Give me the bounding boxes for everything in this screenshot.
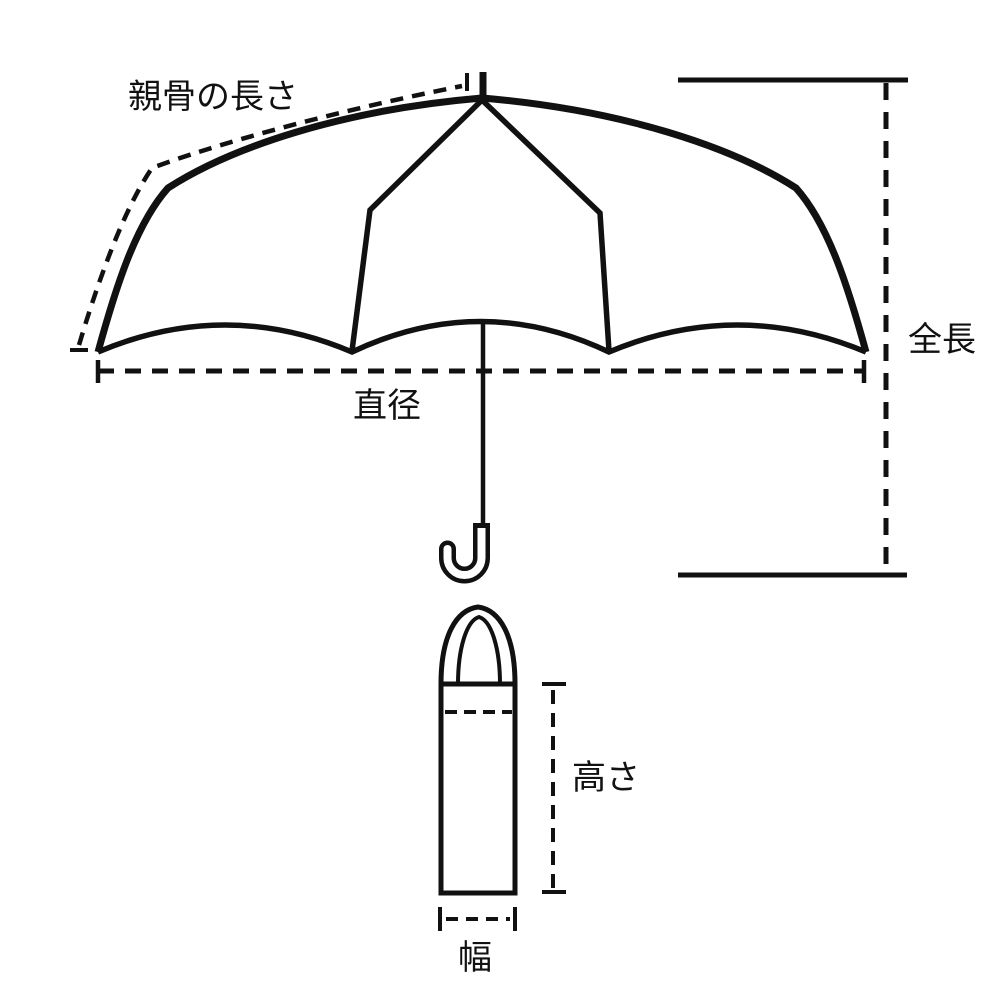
rib-length-dashed-line — [76, 83, 463, 346]
open-umbrella — [94, 72, 870, 584]
handle — [439, 523, 490, 584]
rib-length-label: 親骨の長さ — [128, 78, 298, 116]
right-rib — [480, 98, 612, 352]
diameter-dimension: 直径 — [95, 360, 867, 425]
canopy-bottom-edge — [96, 318, 868, 356]
handle-inner-white — [443, 528, 486, 579]
case-loop-outer — [438, 604, 518, 685]
height-dimension: 高さ — [542, 682, 640, 894]
handle-tip-inner-white — [443, 545, 452, 553]
width-label: 幅 — [458, 939, 492, 977]
case-body — [438, 681, 518, 896]
left-rib — [349, 98, 484, 352]
case-loop-inner — [456, 614, 502, 685]
canopy-fill — [98, 98, 866, 352]
total-length-dimension: 全長 — [678, 77, 976, 578]
folded-umbrella-case — [438, 604, 518, 896]
width-dimension: 幅 — [438, 907, 517, 977]
diameter-label: 直径 — [353, 387, 421, 425]
height-label: 高さ — [572, 759, 640, 797]
rib-length-dimension: 親骨の長さ — [70, 73, 469, 352]
total-length-label: 全長 — [908, 321, 976, 359]
